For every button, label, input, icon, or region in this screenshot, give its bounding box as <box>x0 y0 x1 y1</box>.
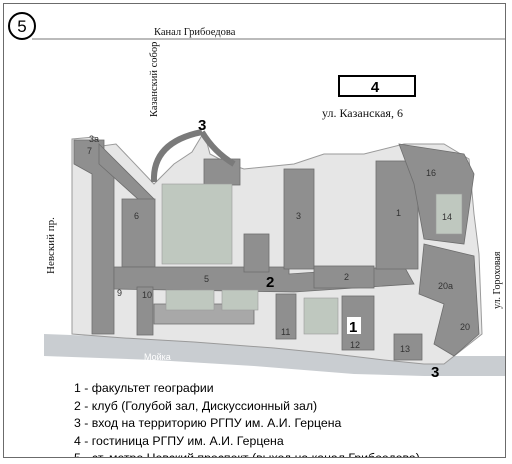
courtyards <box>161 183 463 335</box>
legend-item: 2 - клуб (Голубой зал, Дискуссионный зал… <box>74 398 318 413</box>
building-number: 3а <box>89 134 99 144</box>
kazansky-cathedral-label: Казанский собор <box>149 42 160 117</box>
building-number: 11 <box>281 327 290 337</box>
building-number: 2 <box>344 272 349 282</box>
legend-item: 4 - гостиница РГПУ им. А.И. Герцена <box>74 433 284 448</box>
legend-item: 5 - ст. метро Невский проспект (выход на… <box>74 451 420 458</box>
nevsky-prospect-label: Невский пр. <box>45 217 57 274</box>
building-number: 10 <box>142 290 152 300</box>
metro-badge: 5 <box>8 12 36 40</box>
kazanskaya-street-label: ул. Казанская, 6 <box>322 106 403 120</box>
legend-item: 3 - вход на территорию РГПУ им. А.И. Гер… <box>74 416 342 430</box>
metro-badge-number: 5 <box>17 17 26 36</box>
griboedov-canal-label: Канал Грибоедова <box>154 27 236 38</box>
building-number: 16 <box>426 168 436 178</box>
legend-item: 1 - факультет географии <box>74 381 214 395</box>
building-number: 7 <box>87 146 92 156</box>
entrance-marker-top: 3 <box>198 117 206 134</box>
geography-marker-number: 1 <box>349 319 357 336</box>
legend: 1 - факультет географии 2 - клуб (Голубо… <box>74 380 504 458</box>
building-number: 20а <box>438 281 453 291</box>
gorokhovaya-street-label: ул. Гороховая <box>492 251 503 309</box>
hotel-marker-number: 4 <box>371 79 380 96</box>
map-frame: 5 Канал Грибоедова Казанский собор 4 ул.… <box>3 3 506 458</box>
building-number: 9 <box>117 288 122 298</box>
building-number: 1 <box>396 208 401 218</box>
moika-label: Мойка <box>144 352 171 362</box>
building-number: 5 <box>204 274 209 284</box>
campus-map: 5 Канал Грибоедова Казанский собор 4 ул.… <box>8 12 505 381</box>
building-number: 6 <box>134 211 139 221</box>
cathedral-colonnade <box>150 129 236 183</box>
moika-river <box>44 334 505 376</box>
building-number: 13 <box>400 344 410 354</box>
hotel-marker: 4 <box>338 75 416 97</box>
building-number: 14 <box>442 212 452 222</box>
building-number: 20 <box>460 322 470 332</box>
building-number: 12 <box>350 340 360 350</box>
building-number: 3 <box>296 211 301 221</box>
entrance-marker-bottom: 3 <box>431 364 439 381</box>
club-marker: 2 <box>266 274 274 291</box>
geography-marker: 1 <box>347 317 361 336</box>
building-numbers: 3а 7 6 9 10 5 11 3 2 12 1 13 14 16 20 20… <box>87 134 470 354</box>
